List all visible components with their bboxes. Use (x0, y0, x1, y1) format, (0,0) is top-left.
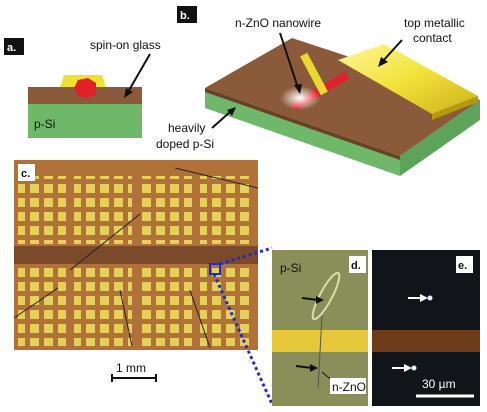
nanowire-label: n-ZnO nanowire (235, 16, 321, 30)
pad-array-c-top-3 (140, 176, 192, 244)
heavily-arrow (212, 112, 230, 128)
pad-array-c-bot-3 (140, 268, 192, 346)
pad-array-c-top-1 (18, 176, 66, 244)
panel-e: e. 30 µm (372, 250, 480, 406)
pad-array-c-bot-1 (18, 268, 66, 346)
emission-spot-2 (412, 366, 417, 371)
scale-label-c: 1 mm (116, 361, 146, 375)
top-contact-label-1: top metallic (404, 16, 465, 30)
panel-b-label: b. (180, 10, 190, 22)
top-contact-label-2: contact (413, 31, 452, 45)
heavily-label-2: doped p-Si (156, 137, 214, 151)
n-zno-label-d: n-ZnO (332, 380, 366, 394)
panel-d: p-Si d. n-ZnO (272, 250, 368, 406)
p-si-label-a: p-Si (34, 117, 55, 131)
contact-band-c (14, 246, 258, 264)
panel-a: a. p-Si (4, 38, 142, 138)
panel-e-label: e. (458, 260, 467, 272)
pad-array-c-bot-4 (200, 268, 254, 346)
contact-band-e (372, 330, 480, 352)
pad-array-c-top-4 (200, 176, 254, 244)
p-si-label-d: p-Si (280, 261, 301, 275)
spin-on-glass-label: spin-on glass (90, 38, 161, 52)
emission-spot-1 (428, 296, 433, 301)
panel-a-label: a. (7, 42, 16, 54)
heavily-label-1: heavily (168, 121, 205, 135)
panel-c-label: c. (21, 168, 30, 180)
scale-label-e: 30 µm (422, 377, 456, 391)
panel-c: c. (14, 160, 258, 350)
pad-array-c-top-2 (74, 176, 132, 244)
panel-d-label: d. (351, 260, 361, 272)
spin-on-glass-arrow (128, 54, 150, 92)
